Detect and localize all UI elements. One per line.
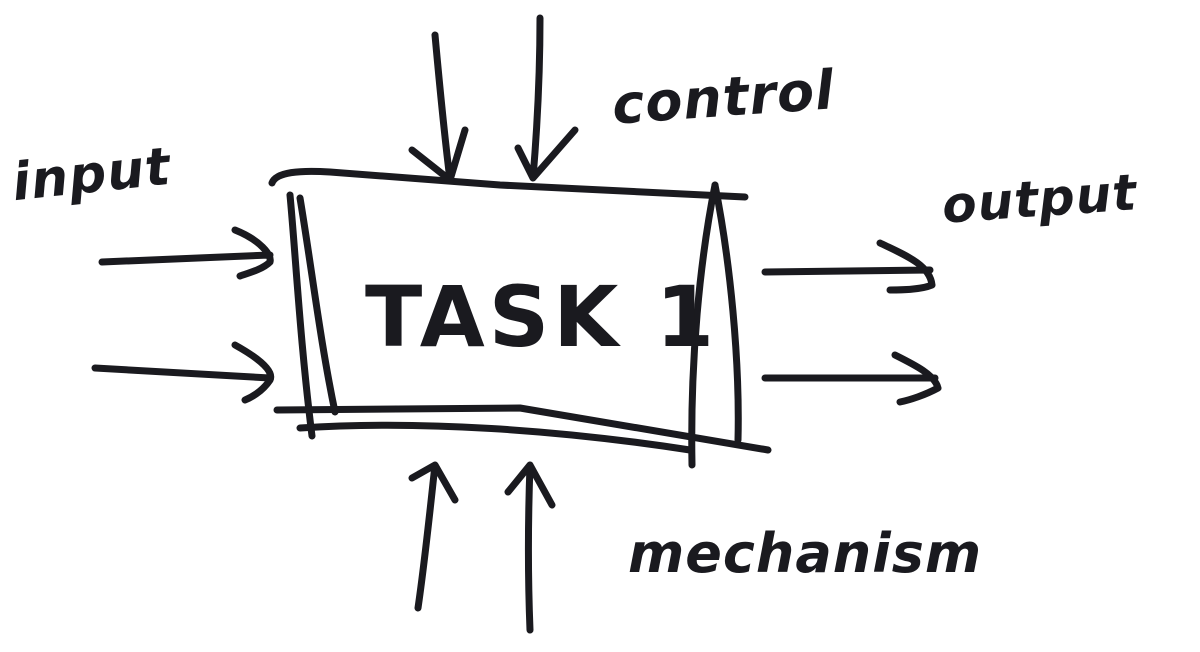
- task-box-label: TASK 1: [365, 268, 719, 366]
- mechanism-label: mechanism: [628, 522, 983, 585]
- output-arrow-1: [761, 239, 936, 294]
- control-arrows: [408, 14, 579, 184]
- input-arrow-1: [98, 226, 274, 280]
- control-arrow-1: [408, 31, 469, 184]
- mechanism-arrows: [408, 461, 556, 634]
- input-arrow-2: [91, 341, 275, 404]
- mechanism-arrow-2: [504, 461, 556, 634]
- control-arrow-2: [514, 14, 579, 182]
- task-box: [268, 167, 772, 469]
- mechanism-arrow-1: [408, 461, 459, 612]
- input-arrows: [91, 226, 275, 404]
- output-arrows: [761, 239, 942, 406]
- output-arrow-2: [761, 351, 942, 406]
